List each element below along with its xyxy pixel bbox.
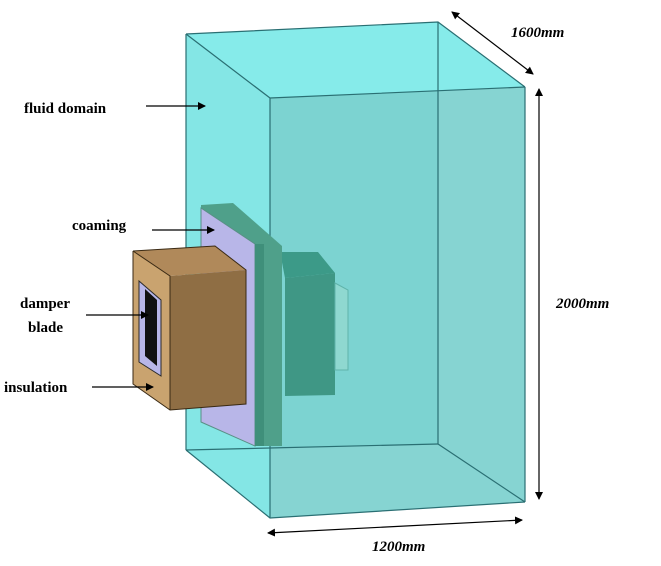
damper-label-line2: blade xyxy=(28,320,63,336)
coaming-thickness xyxy=(255,244,264,446)
inner-flange xyxy=(334,282,349,371)
label-insulation: insulation xyxy=(4,380,154,396)
insulation-label: insulation xyxy=(4,380,68,396)
damper-label-line1: damper xyxy=(20,296,70,312)
inner-box-top xyxy=(280,252,335,278)
fluid-top-face xyxy=(186,22,525,98)
back-edge-bottom xyxy=(185,443,439,451)
width-dimension-label: 1200mm xyxy=(372,539,425,555)
label-coaming: coaming xyxy=(72,218,215,234)
label-damper-blade: damper blade xyxy=(20,296,149,336)
insulation-box xyxy=(132,245,247,411)
back-edge-depth xyxy=(437,443,526,503)
dimension-depth: 1600mm xyxy=(451,11,564,75)
depth-dimension-line xyxy=(451,11,534,75)
inner-box-front xyxy=(285,273,335,396)
coaming-label: coaming xyxy=(72,218,127,234)
depth-dimension-label: 1600mm xyxy=(511,25,564,41)
insulation-front xyxy=(170,270,246,410)
fluid-domain-label: fluid domain xyxy=(24,101,107,117)
damper-blade-shape xyxy=(145,289,157,366)
width-dimension-line xyxy=(267,516,523,537)
label-fluid-domain: fluid domain xyxy=(24,101,206,117)
inner-damper-box xyxy=(280,252,349,396)
fluid-front-face xyxy=(270,87,525,518)
dimension-height: 2000mm xyxy=(535,88,609,500)
dimension-width: 1200mm xyxy=(267,516,523,555)
height-dimension-label: 2000mm xyxy=(555,296,609,312)
insulation-top xyxy=(133,246,246,276)
